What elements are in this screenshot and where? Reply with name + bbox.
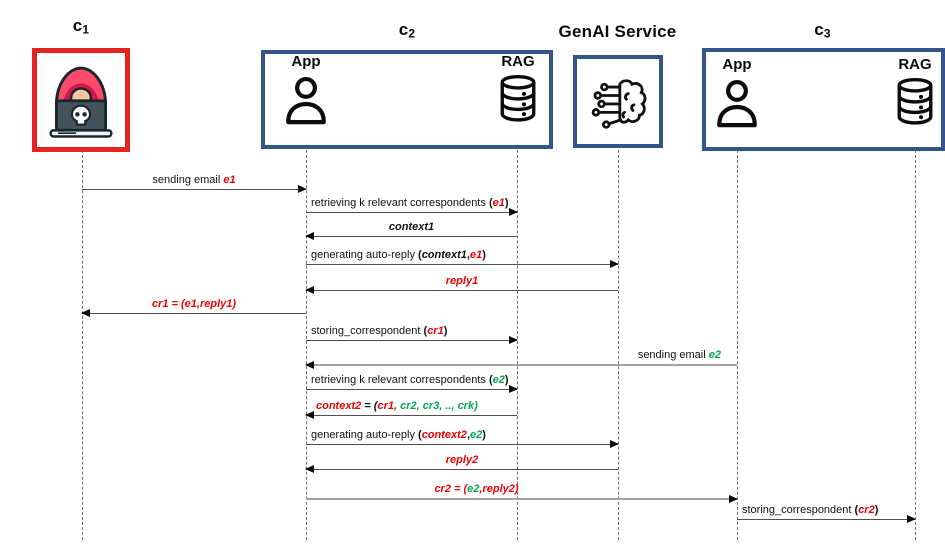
component-box-c2 bbox=[261, 50, 553, 149]
c2-rag-participant: RAG bbox=[488, 53, 548, 131]
arrowhead-right-icon bbox=[298, 184, 307, 193]
lane-title-c3: c3 bbox=[814, 20, 831, 41]
arrowhead-right-icon bbox=[610, 439, 619, 448]
arrow-line bbox=[737, 514, 916, 523]
arrow-line bbox=[82, 184, 307, 193]
message-storing-correspondent-cr2: storing_correspondent (cr2) bbox=[737, 503, 916, 523]
hacker-laptop-skull-icon bbox=[40, 56, 122, 149]
arrowhead-right-icon bbox=[729, 494, 738, 503]
arrowhead-right-icon bbox=[907, 514, 916, 523]
message-retrieving-correspondents-e2: retrieving k relevant correspondents (e2… bbox=[306, 373, 518, 393]
message-generating-auto-reply-1: generating auto-reply (context1,e1) bbox=[306, 248, 619, 268]
arrowhead-right-icon bbox=[509, 207, 518, 216]
message-label: reply2 bbox=[445, 454, 479, 466]
arrowhead-left-icon bbox=[305, 285, 314, 294]
message-sending-email-e2: sending email e2 bbox=[305, 348, 737, 369]
message-cr1-tuple: cr1 = (e1,reply1) bbox=[81, 297, 306, 317]
component-box-genai bbox=[573, 55, 663, 148]
message-retrieving-correspondents-e1: retrieving k relevant correspondents (e1… bbox=[306, 196, 518, 216]
message-label: sending email e1 bbox=[152, 174, 236, 186]
c3-app-label: App bbox=[722, 56, 752, 73]
message-label: reply1 bbox=[445, 275, 479, 287]
message-label: retrieving k relevant correspondents (e2… bbox=[311, 374, 509, 386]
c2-rag-label: RAG bbox=[501, 53, 535, 70]
arrow-line bbox=[306, 384, 518, 393]
lifeline-c2-app bbox=[306, 150, 307, 540]
message-label: context1 bbox=[388, 221, 435, 233]
database-cylinder-icon bbox=[494, 74, 542, 130]
c3-rag-label: RAG bbox=[898, 56, 932, 73]
arrow-line bbox=[306, 335, 518, 344]
message-label: cr1 = (e1,reply1) bbox=[151, 298, 237, 310]
message-label: generating auto-reply (context1,e1) bbox=[311, 249, 486, 261]
person-outline-icon bbox=[279, 76, 333, 136]
arrowhead-left-icon bbox=[305, 231, 314, 240]
lifeline-c1 bbox=[82, 150, 83, 540]
arrow-line bbox=[306, 207, 518, 216]
person-outline-icon bbox=[710, 79, 764, 139]
c3-app-participant: App bbox=[707, 56, 767, 140]
c3-rag-participant: RAG bbox=[885, 56, 945, 134]
message-reply1: reply1 bbox=[305, 274, 618, 294]
c2-app-participant: App bbox=[276, 53, 336, 137]
arrowhead-right-icon bbox=[509, 384, 518, 393]
message-label: storing_correspondent (cr1) bbox=[311, 325, 448, 337]
arrow-line bbox=[81, 308, 306, 317]
message-context2: context2 = (cr1, cr2, cr3, .., crk) bbox=[305, 399, 517, 419]
arrowhead-right-icon bbox=[610, 259, 619, 268]
message-generating-auto-reply-2: generating auto-reply (context2,e2) bbox=[306, 428, 619, 448]
arrow-line bbox=[306, 494, 738, 503]
message-label: context2 = (cr1, cr2, cr3, .., crk) bbox=[316, 400, 478, 412]
message-label: sending email e2 bbox=[637, 349, 721, 361]
message-label: cr2 = (e2,reply2) bbox=[434, 483, 519, 495]
arrow-line bbox=[305, 464, 618, 473]
lifeline-c3-app bbox=[737, 150, 738, 540]
arrowhead-left-icon bbox=[81, 308, 90, 317]
c2-app-label: App bbox=[291, 53, 321, 70]
lifeline-c2-rag bbox=[517, 150, 518, 540]
arrow-line bbox=[305, 410, 517, 419]
arrow-line bbox=[306, 439, 619, 448]
message-context1: context1 bbox=[305, 220, 517, 240]
arrow-line bbox=[305, 285, 618, 294]
arrowhead-left-icon bbox=[305, 410, 314, 419]
message-label: retrieving k relevant correspondents (e1… bbox=[311, 197, 509, 209]
database-cylinder-icon bbox=[891, 77, 939, 133]
arrow-line bbox=[306, 259, 619, 268]
lane-title-c1: c1 bbox=[72, 16, 90, 37]
lane-title-c2: c2 bbox=[398, 20, 416, 41]
message-label: generating auto-reply (context2,e2) bbox=[311, 429, 486, 441]
message-reply2: reply2 bbox=[305, 453, 618, 473]
brain-circuit-icon bbox=[587, 72, 647, 139]
lifeline-c3-rag bbox=[915, 150, 916, 540]
arrow-line bbox=[305, 231, 517, 240]
arrowhead-left-icon bbox=[305, 464, 314, 473]
message-storing-correspondent-cr1: storing_correspondent (cr1) bbox=[306, 324, 518, 344]
message-sending-email-e1: sending email e1 bbox=[82, 173, 307, 193]
lane-title-genai-service: GenAI Service bbox=[558, 22, 677, 41]
arrowhead-right-icon bbox=[509, 335, 518, 344]
message-label: storing_correspondent (cr2) bbox=[742, 504, 879, 516]
lifeline-genai bbox=[618, 150, 619, 540]
arrowhead-left-icon bbox=[305, 360, 314, 369]
arrow-line bbox=[305, 360, 737, 369]
message-cr2-tuple: cr2 = (e2,reply2) bbox=[306, 482, 738, 503]
